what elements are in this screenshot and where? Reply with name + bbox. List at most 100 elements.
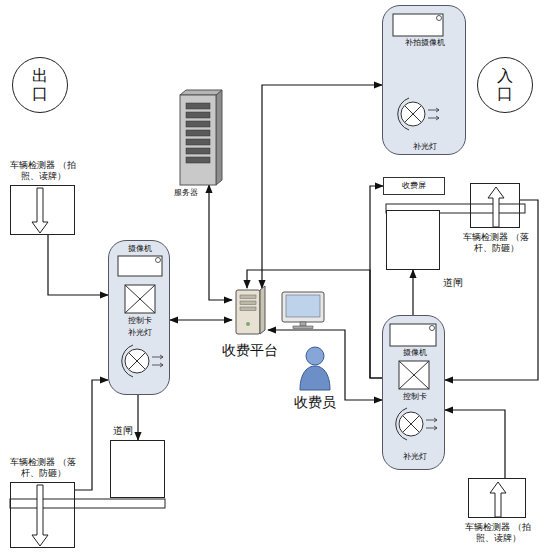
vehicle-detector: 车辆检测器 （拍照、读牌） bbox=[10, 185, 75, 235]
lamp-reflector bbox=[122, 345, 133, 377]
node-label: 补光灯 bbox=[383, 452, 446, 462]
node-illustration bbox=[471, 184, 521, 229]
port-circle: 入口 bbox=[477, 57, 533, 113]
node-label: 控制卡 bbox=[109, 316, 171, 326]
barrier-gate: 道闸 bbox=[110, 440, 165, 498]
node-label: 车辆检测器 （落杆、防砸） bbox=[8, 457, 78, 479]
pc-power bbox=[246, 322, 250, 326]
node-label: 服务器 bbox=[174, 188, 214, 198]
camera-icon bbox=[118, 256, 162, 276]
light-ray bbox=[426, 418, 437, 422]
node-illustration bbox=[180, 95, 216, 185]
node-label: 摄像机 bbox=[383, 348, 446, 358]
light-ray bbox=[428, 116, 439, 120]
node-label: 摄像机 bbox=[109, 244, 171, 254]
camera-icon bbox=[393, 14, 443, 36]
detector-arrow bbox=[490, 482, 506, 517]
lamp-reflector bbox=[396, 408, 407, 440]
server-bay bbox=[186, 139, 210, 145]
connector bbox=[170, 319, 232, 320]
node-label: 收费平台 bbox=[218, 342, 282, 359]
person-head bbox=[306, 347, 324, 365]
node-label: 补拍摄像机 bbox=[383, 38, 467, 48]
connector bbox=[209, 185, 232, 300]
connector bbox=[445, 410, 505, 478]
person-body bbox=[300, 366, 330, 390]
connector bbox=[247, 270, 382, 378]
barrier-gate: 道闸 bbox=[386, 210, 440, 270]
control-card-icon bbox=[399, 361, 429, 389]
monitor-screen bbox=[286, 295, 320, 317]
connector bbox=[445, 200, 538, 380]
node-illustration bbox=[387, 211, 441, 271]
node-illustration bbox=[298, 346, 332, 390]
node-illustration bbox=[232, 288, 268, 336]
node-label: 道闸 bbox=[443, 277, 467, 289]
lamp-icon bbox=[125, 349, 149, 373]
control-pole: 摄像机控制卡补光灯 bbox=[108, 240, 170, 395]
detector-arrow bbox=[488, 187, 504, 227]
connector bbox=[75, 380, 108, 490]
monitor-icon bbox=[282, 292, 324, 322]
node-label: 收费员 bbox=[288, 394, 342, 411]
pc-drive bbox=[240, 295, 256, 299]
barrier-arm bbox=[10, 499, 165, 508]
camera-pole: 补拍摄像机补光灯 bbox=[382, 5, 466, 155]
display-box: 收费屏 bbox=[383, 177, 445, 195]
connector bbox=[48, 235, 108, 295]
camera-lens bbox=[430, 326, 435, 331]
vehicle-detector: 车辆检测器 （落杆、防砸） bbox=[10, 482, 75, 548]
pc-drive bbox=[240, 307, 256, 311]
node-label: 车辆检测器 （拍照、读牌） bbox=[8, 160, 78, 182]
monitor-base bbox=[293, 326, 313, 329]
pc-icon: 收费平台 bbox=[232, 288, 268, 336]
camera-lens bbox=[437, 16, 442, 21]
pc-drive bbox=[240, 301, 256, 305]
connector bbox=[137, 395, 138, 440]
server-bay bbox=[186, 121, 210, 127]
node-illustration bbox=[469, 479, 527, 519]
lamp-reflector bbox=[398, 98, 409, 130]
connector bbox=[268, 330, 382, 400]
lamp-icon bbox=[399, 412, 423, 436]
light-ray bbox=[428, 108, 439, 112]
lamp-cross bbox=[403, 416, 419, 432]
lamp-cross bbox=[405, 106, 421, 122]
server-bay bbox=[186, 112, 210, 118]
light-ray bbox=[152, 355, 163, 359]
node-label: 控制卡 bbox=[383, 392, 446, 402]
pc-side bbox=[260, 286, 265, 334]
control-card-icon bbox=[125, 285, 155, 313]
server-bay bbox=[186, 103, 210, 109]
camera-lens bbox=[156, 258, 161, 263]
light-ray bbox=[426, 426, 437, 430]
monitor-stand bbox=[300, 322, 306, 326]
vehicle-detector: 车辆检测器 （拍照、读牌） bbox=[468, 478, 526, 518]
camera-icon bbox=[390, 324, 436, 346]
server-body bbox=[180, 95, 216, 185]
node-label: 补光灯 bbox=[383, 142, 467, 152]
person-icon: 收费员 bbox=[298, 346, 332, 390]
node-label: 补光灯 bbox=[109, 328, 171, 338]
control-pole: 摄像机控制卡补光灯 bbox=[382, 315, 445, 470]
port-circle: 出口 bbox=[12, 57, 68, 113]
node-label: 车辆检测器 （落杆、防砸） bbox=[461, 232, 531, 254]
server-bay bbox=[186, 157, 210, 163]
server-side bbox=[216, 90, 222, 185]
node-illustration bbox=[11, 483, 76, 549]
node-illustration bbox=[383, 6, 467, 156]
server-top bbox=[180, 90, 222, 95]
node-label: 收费屏 bbox=[402, 181, 426, 191]
server-bay bbox=[186, 148, 210, 154]
node-label: 车辆检测器 （拍照、读牌） bbox=[463, 522, 533, 544]
port-label: 入口 bbox=[497, 67, 513, 102]
pc-tower bbox=[236, 290, 260, 334]
lamp-icon bbox=[401, 102, 425, 126]
node-label: 道闸 bbox=[113, 425, 137, 437]
connector bbox=[262, 85, 382, 288]
server-bay bbox=[186, 130, 210, 136]
control-card-cross bbox=[399, 361, 429, 389]
control-card-cross bbox=[125, 285, 155, 313]
